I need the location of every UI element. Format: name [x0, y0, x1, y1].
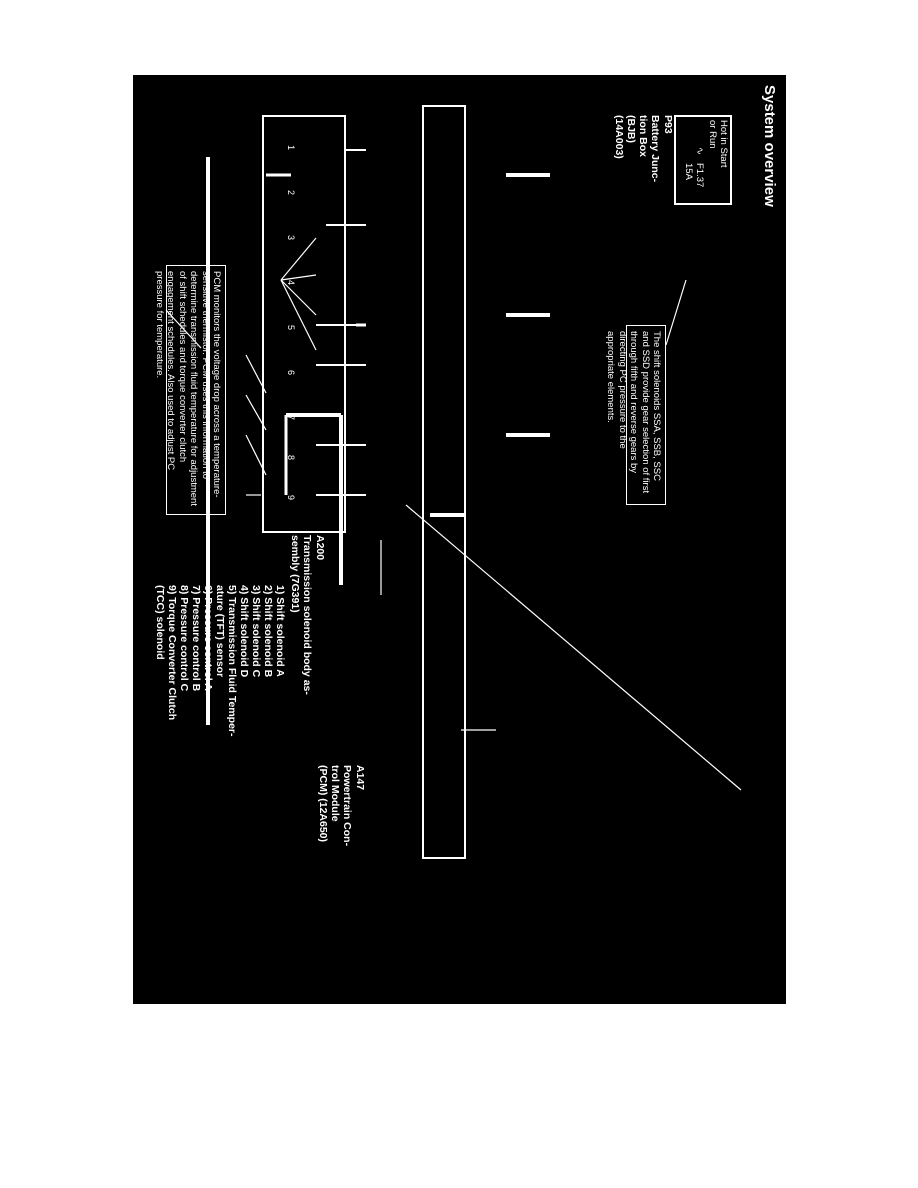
a200-item-9: 9) Torque Converter Clutch (TCC) solenoi… [153, 585, 178, 721]
note-pcm-monitors: PCM monitors the voltage drop across a t… [154, 265, 226, 515]
pcm-bar [422, 105, 466, 859]
a200-item-3: 3) Shift solenoid C [250, 585, 262, 678]
solenoid-body-box [262, 115, 346, 533]
solenoid-number-2: 2 [286, 190, 296, 196]
a147-id: A147 [354, 765, 366, 791]
solenoid-number-8: 8 [286, 455, 296, 461]
fuse-icon: ∿ [694, 147, 705, 155]
a200-id: A200 [314, 535, 326, 561]
page-title: System overview [761, 85, 778, 207]
a200-item-2: 2) Shift solenoid B [262, 585, 274, 678]
p93-hot-label: Hot in Start or Run [707, 120, 729, 168]
a200-item-4: 4) Shift solenoid D [238, 585, 250, 678]
wiring-layer [165, 149, 742, 791]
a200-item-5: 5) Transmission Fluid Temper- ature (TFT… [213, 585, 238, 737]
solenoid-number-7: 7 [286, 415, 296, 421]
a200-item-1: 1) Shift solenoid A [274, 585, 286, 677]
a147-name: Powertrain Con- trol Module (PCM) (12A65… [316, 765, 353, 847]
a200-item-8: 8) Pressure control C [178, 585, 190, 692]
p93-top-name: Battery Junc- tion Box (BJB) (14A003) [612, 115, 661, 183]
diagram-canvas: System overview Hot in Start or Run F1.3… [133, 75, 786, 1004]
p93-top-id: P93 [662, 115, 674, 134]
solenoid-number-3: 3 [286, 235, 296, 241]
solenoid-number-9: 9 [286, 495, 296, 501]
solenoid-number-5: 5 [286, 325, 296, 331]
solenoid-number-4: 4 [286, 280, 296, 286]
solenoid-number-6: 6 [286, 370, 296, 376]
fuse-f137-label: F1.37 15A [683, 163, 705, 188]
solenoid-number-1: 1 [286, 145, 296, 151]
note-shift-solenoids: The shift solenoids SSA, SSB, SSC and SS… [605, 325, 666, 505]
a200-item-6: 6) Pressure control A [202, 585, 214, 691]
diagram-panel: System overview Hot in Start or Run F1.3… [133, 75, 786, 1004]
a200-name: Transmission solenoid body as- sembly (7… [288, 535, 313, 695]
p93-fuse-box-top: Hot in Start or Run F1.37 15A ∿ [674, 115, 732, 205]
a200-item-7: 7) Pressure control B [190, 585, 202, 692]
